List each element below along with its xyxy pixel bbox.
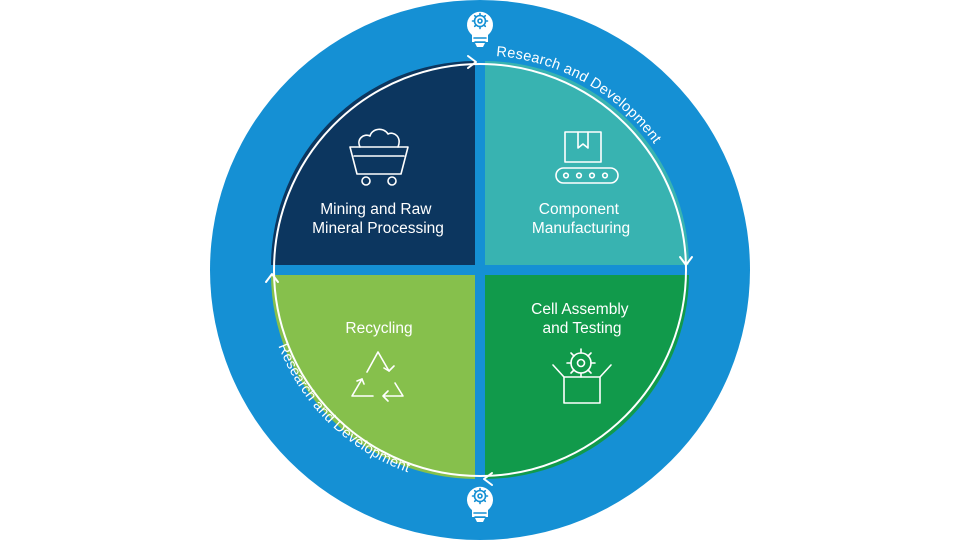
quadrant-mining bbox=[271, 61, 475, 265]
lightbulb-gear-icon bbox=[467, 486, 493, 522]
quadrant-component bbox=[485, 61, 689, 265]
mine-cart-icon bbox=[349, 128, 409, 186]
recycle-icon bbox=[351, 351, 404, 402]
cycle-arrow-right bbox=[679, 256, 693, 266]
quadrant-label-component: Component Manufacturing bbox=[532, 201, 630, 237]
inner-boundary bbox=[273, 63, 687, 477]
quadrant-label-mining: Mining and Raw Mineral Processing bbox=[312, 201, 444, 237]
conveyor-box-icon bbox=[555, 131, 619, 184]
quadrant-recycling bbox=[271, 275, 475, 479]
quadrant-label-cell-assembly: Cell Assembly and Testing bbox=[531, 301, 633, 337]
lightbulb-gear-icon bbox=[467, 11, 493, 47]
cycle-arrow-top bbox=[467, 55, 477, 69]
outer-ring bbox=[210, 0, 750, 540]
gear-box-icon bbox=[552, 348, 612, 404]
quadrant-label-recycling: Recycling bbox=[345, 320, 412, 337]
cycle-arrow-left bbox=[265, 273, 279, 283]
cycle-arrow-bottom bbox=[483, 472, 493, 486]
